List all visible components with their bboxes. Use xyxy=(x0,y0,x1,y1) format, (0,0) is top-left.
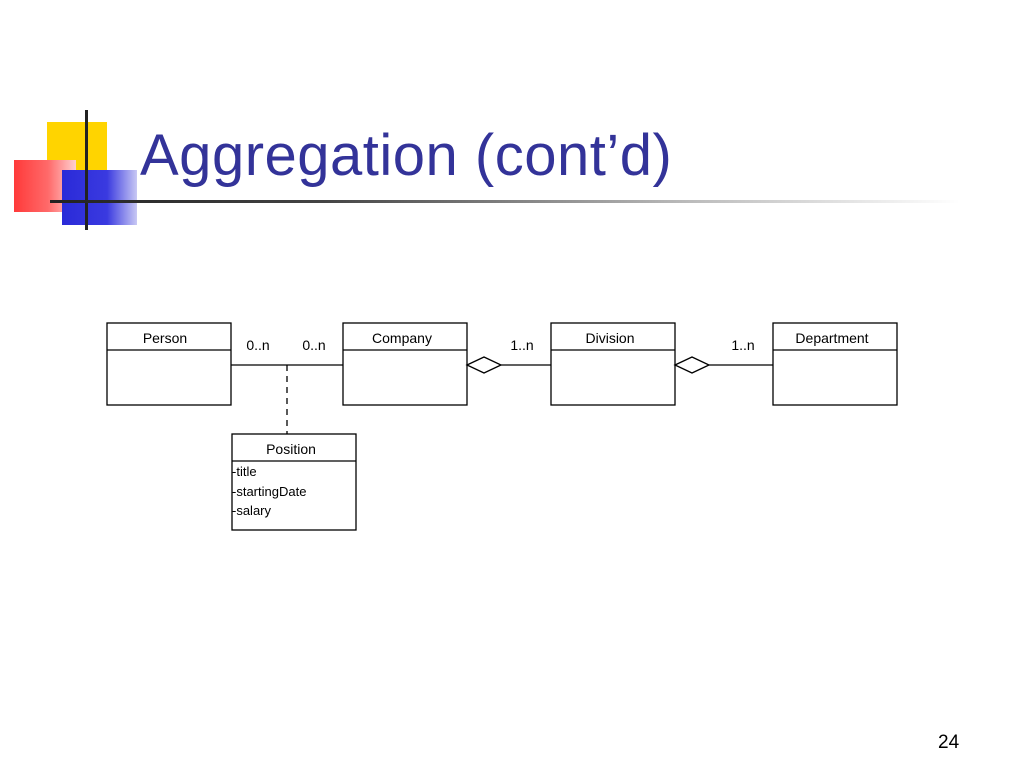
multiplicity-person-end: 0..n xyxy=(246,337,269,353)
slide-title: Aggregation (cont’d) xyxy=(140,123,673,188)
class-division xyxy=(550,322,676,406)
class-name-position: Position xyxy=(266,441,316,457)
class-position xyxy=(231,433,357,531)
class-company xyxy=(342,322,468,406)
class-department xyxy=(772,322,898,406)
decor-blue-square xyxy=(62,170,137,225)
multiplicity-division: 1..n xyxy=(510,337,533,353)
attribute-title: -title xyxy=(232,464,257,479)
class-name-person: Person xyxy=(143,330,187,346)
decor-vertical-line xyxy=(85,110,88,230)
class-name-division: Division xyxy=(585,330,634,346)
attribute-salary: -salary xyxy=(232,503,272,518)
attribute-starting-date: -startingDate xyxy=(232,484,306,499)
title-underline xyxy=(50,200,960,203)
multiplicity-company-end: 0..n xyxy=(302,337,325,353)
aggregation-diamond-company xyxy=(465,356,503,374)
aggregation-diamond-division xyxy=(673,356,711,374)
multiplicity-department: 1..n xyxy=(731,337,754,353)
class-name-department: Department xyxy=(795,330,868,346)
page-number: 24 xyxy=(938,732,960,753)
class-person xyxy=(106,322,232,406)
class-name-company: Company xyxy=(372,330,432,346)
